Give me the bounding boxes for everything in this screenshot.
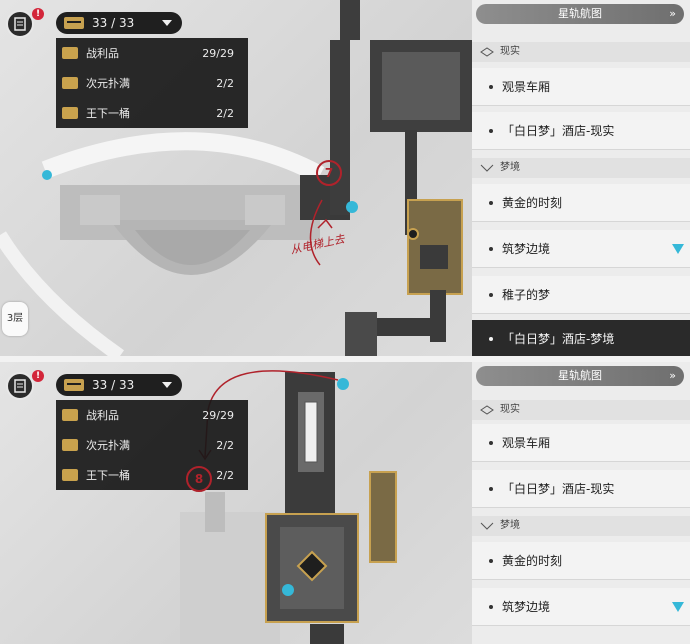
sidebar-item-hotel-reality[interactable]: 「白日梦」酒店-现实 <box>472 470 690 508</box>
map-log-button[interactable] <box>6 372 34 400</box>
loot-row: 次元扑满 2/2 <box>56 68 248 98</box>
loot-row: 战利品 29/29 <box>56 400 248 430</box>
map-panel-bottom: ! 33 / 33 战利品 29/29 次元扑满 2/2 王下一桶 2/2 8 … <box>0 362 690 644</box>
sidebar-item-label: 筑梦边境 <box>502 242 551 256</box>
loot-label: 次元扑满 <box>86 77 130 90</box>
sidebar-item-observation-car[interactable]: 观景车厢 <box>472 68 690 106</box>
double-chevron-right-icon: » <box>669 369 676 382</box>
treasure-counter-value: 33 / 33 <box>92 378 135 392</box>
sidebar-item-golden-hour[interactable]: 黄金的时刻 <box>472 542 690 580</box>
piggy-bank-icon <box>62 439 78 451</box>
sidebar-item-dream-edge[interactable]: 筑梦边境 <box>472 230 690 268</box>
section-header-reality: 现实 <box>472 42 690 62</box>
loot-count: 2/2 <box>216 77 234 90</box>
sidebar-title: 星轨航图 <box>558 369 602 382</box>
treasure-counter-value: 33 / 33 <box>92 16 135 30</box>
sidebar-item-dream-edge[interactable]: 筑梦边境 <box>472 588 690 626</box>
section-header-label: 现实 <box>500 404 520 415</box>
section-header-reality: 现实 <box>472 400 690 420</box>
notification-badge: ! <box>32 8 44 20</box>
piggy-bank-icon <box>62 77 78 89</box>
section-header-label: 现实 <box>500 46 520 57</box>
map-log-button[interactable] <box>6 10 34 38</box>
section-header-label: 梦境 <box>500 520 520 531</box>
floor-selector[interactable]: 3层 <box>2 302 28 336</box>
sidebar-item-observation-car[interactable]: 观景车厢 <box>472 424 690 462</box>
loot-label: 王下一桶 <box>86 469 130 482</box>
chevron-down-icon <box>480 522 494 530</box>
panel-divider <box>0 356 690 362</box>
sidebar-item-golden-hour[interactable]: 黄金的时刻 <box>472 184 690 222</box>
loot-count: 29/29 <box>202 409 234 422</box>
section-header-label: 梦境 <box>500 162 520 173</box>
loot-label: 战利品 <box>86 409 119 422</box>
map-panel-top: ! 33 / 33 战利品 29/29 次元扑满 2/2 王下一桶 2/2 3层… <box>0 0 690 356</box>
chevron-down-icon <box>480 164 494 172</box>
loot-row: 战利品 29/29 <box>56 38 248 68</box>
treasure-counter-dropdown[interactable]: 33 / 33 <box>56 12 182 34</box>
treasure-counter-dropdown[interactable]: 33 / 33 <box>56 374 182 396</box>
loot-icon <box>62 409 78 421</box>
sidebar: 星轨航图 » 现实 观景车厢 「白日梦」酒店-现实 梦境 黄金的时刻 筑梦边境 <box>472 362 690 644</box>
double-chevron-right-icon: » <box>669 7 676 20</box>
barrel-icon <box>62 107 78 119</box>
location-marker-icon <box>672 244 684 254</box>
loot-label: 战利品 <box>86 47 119 60</box>
sidebar-item-label: 筑梦边境 <box>502 600 551 614</box>
barrel-icon <box>62 469 78 481</box>
notification-badge: ! <box>32 370 44 382</box>
diamond-icon <box>480 405 494 415</box>
sidebar: 星轨航图 » 现实 观景车厢 「白日梦」酒店-现实 梦境 黄金的时刻 筑梦边境 … <box>472 0 690 356</box>
log-icon <box>14 379 26 393</box>
loot-count: 2/2 <box>216 439 234 452</box>
sidebar-item-hotel-reality[interactable]: 「白日梦」酒店-现实 <box>472 112 690 150</box>
chevron-down-icon <box>162 382 172 388</box>
map-layout <box>180 370 397 644</box>
route-step-number: 8 <box>186 466 212 492</box>
log-icon <box>14 17 26 31</box>
loot-row: 王下一桶 2/2 <box>56 98 248 128</box>
chevron-down-icon <box>162 20 172 26</box>
sidebar-title: 星轨航图 <box>558 7 602 20</box>
location-marker-icon <box>672 602 684 612</box>
diamond-icon <box>480 47 494 57</box>
section-header-dreamscape: 梦境 <box>472 158 690 178</box>
treasure-chest-icon <box>64 379 84 391</box>
star-rail-map-button[interactable]: 星轨航图 » <box>476 366 684 386</box>
loot-count: 2/2 <box>216 469 234 482</box>
treasure-chest-icon <box>64 17 84 29</box>
map-layout <box>0 0 472 356</box>
loot-label: 次元扑满 <box>86 439 130 452</box>
loot-icon <box>62 47 78 59</box>
sidebar-item-hotel-dreamscape[interactable]: 「白日梦」酒店-梦境 <box>472 320 690 356</box>
loot-label: 王下一桶 <box>86 107 130 120</box>
loot-list: 战利品 29/29 次元扑满 2/2 王下一桶 2/2 <box>56 38 248 128</box>
loot-row: 王下一桶 2/2 <box>56 460 248 490</box>
loot-count: 2/2 <box>216 107 234 120</box>
route-step-number: 7 <box>316 160 342 186</box>
section-header-dreamscape: 梦境 <box>472 516 690 536</box>
star-rail-map-button[interactable]: 星轨航图 » <box>476 4 684 24</box>
loot-count: 29/29 <box>202 47 234 60</box>
sidebar-item-childs-dream[interactable]: 稚子的梦 <box>472 276 690 314</box>
loot-row: 次元扑满 2/2 <box>56 430 248 460</box>
loot-list: 战利品 29/29 次元扑满 2/2 王下一桶 2/2 <box>56 400 248 490</box>
